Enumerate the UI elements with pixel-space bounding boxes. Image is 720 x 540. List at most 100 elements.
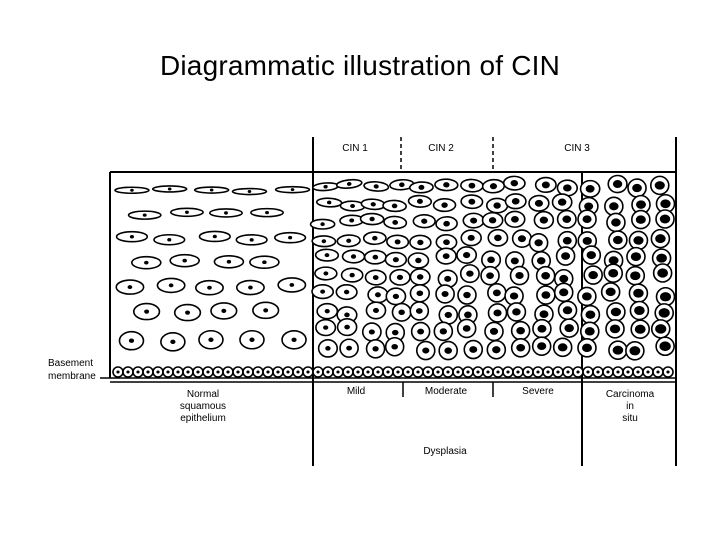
normal-cell [231,187,268,196]
dysplastic-cell [367,286,389,304]
basal-cell [222,366,234,378]
dysplasia-label: Dysplasia [423,446,467,457]
dysplastic-cell [391,302,412,322]
dysplastic-cell [487,283,507,303]
dysplastic-cell [438,340,458,361]
dysplastic-cell [407,252,430,269]
normal-cell [127,210,162,220]
carcinoma-cell [577,286,597,307]
carcinoma-cell [607,174,628,194]
dysplastic-cell [535,265,556,286]
dysplastic-cell [383,215,408,230]
dysplastic-cell [557,230,578,251]
dysplastic-cell [382,199,407,213]
dysplastic-cell [317,338,339,358]
carcinoma-cell [649,175,670,196]
dysplastic-cell [365,301,387,320]
dysplastic-cell [365,339,386,359]
carcinoma-cell [628,230,649,251]
dysplastic-cell [531,336,552,356]
basal-cell [462,366,474,378]
basal-cell [572,366,584,378]
slide-title: Diagrammatic illustration of CIN [159,50,561,81]
basal-cell [342,366,354,378]
dysplastic-cell [364,269,387,286]
dysplastic-cell [559,318,579,338]
basal-cell [602,366,614,378]
dysplastic-cell [316,302,339,320]
normal-cell [156,277,186,294]
dysplastic-cell [534,176,557,194]
normal-cell [169,207,204,218]
dysplastic-cell [409,283,431,303]
dysplastic-cell [487,303,508,323]
cin1-label: CIN 1 [342,143,368,154]
carcinoma-cell [654,303,675,323]
dysplastic-cell [502,175,526,191]
dysplastic-cell [460,178,484,193]
dysplastic-cell [435,216,458,232]
dysplastic-cell [480,265,500,286]
carcinoma-cell [626,246,646,267]
dysplastic-cell [384,251,408,268]
dysplastic-cell [412,213,436,229]
carcinoma-cell [655,286,676,307]
basal-cell [122,366,134,378]
basal-cell [472,366,484,378]
dysplastic-cell [528,194,550,212]
basal-cell [232,366,244,378]
basal-cell [312,366,324,378]
normal-cell [160,332,186,352]
normal-cell [115,230,149,243]
dysplastic-cell [528,233,549,253]
dysplastic-cell [311,235,337,248]
severe-label: Severe [522,386,554,397]
normal-cell [131,255,162,270]
dysplastic-cell [462,212,485,229]
dysplastic-cell [386,234,410,250]
dysplastic-cell [359,212,385,226]
dysplastic-cell [409,301,430,321]
dysplastic-cell [432,198,457,213]
basement-label-line2: membrane [48,371,96,382]
basal-cell-layer [112,366,674,378]
carcinoma-cell [651,248,672,268]
basal-cell [322,366,334,378]
basal-cell [212,366,224,378]
normal-cell [239,329,265,350]
basal-cell [592,366,604,378]
basal-cell [482,366,494,378]
normal-cell [151,185,188,193]
dysplastic-cell [531,251,552,271]
carcinoma-cell [581,245,602,265]
dysplastic-cell [484,321,504,342]
dysplastic-cell [362,231,387,246]
carcinoma-cell [650,319,671,339]
basal-cell [362,366,374,378]
diagram-frame [100,137,677,466]
carcinoma-cell [579,179,601,198]
dysplastic-cell [339,214,365,227]
carcinoma-cell [630,319,651,340]
mild-label: Mild [347,386,365,397]
normal-cell [274,185,311,194]
dysplastic-cell [384,336,405,357]
normal-cell [274,231,307,244]
basal-cell [382,366,394,378]
basal-cell [132,366,144,378]
dysplastic-cell [463,339,484,360]
dysplastic-cell [504,193,527,210]
dysplastic-cell [504,210,526,228]
dysplastic-cell [360,198,386,211]
dysplastic-cell [311,284,335,300]
carcinoma-cell [625,265,646,286]
dysplastic-cell [553,282,574,303]
basement-label-line1: Basement [48,358,93,369]
dysplastic-cell [487,228,509,247]
carcinoma-cell [580,304,601,325]
basal-cell [502,366,514,378]
dysplastic-cell [438,305,459,325]
dysplastic-cell [460,194,484,210]
carcinoma-cell [606,302,626,322]
